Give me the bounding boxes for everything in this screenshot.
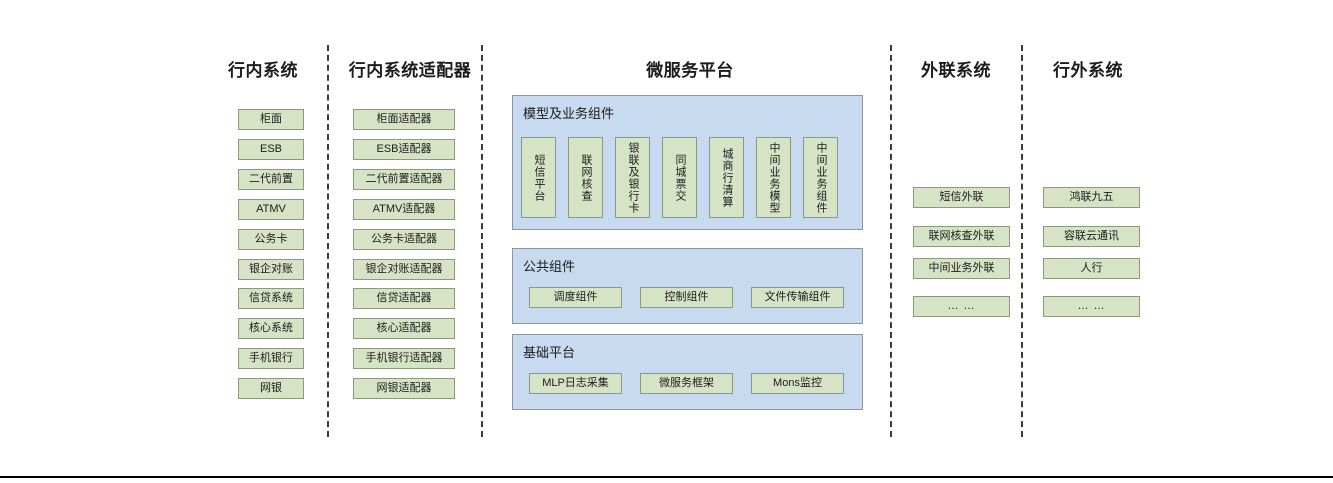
list-item[interactable]: ESB: [238, 139, 304, 160]
column-separator-4: [1021, 45, 1023, 437]
list-item[interactable]: 控制组件: [640, 287, 733, 308]
column-separator-2: [481, 45, 483, 437]
list-item[interactable]: 鸿联九五: [1043, 187, 1140, 208]
panel-label-base-platform: 基础平台: [523, 345, 576, 360]
list-item[interactable]: 文件传输组件: [751, 287, 844, 308]
list-item[interactable]: 网银适配器: [353, 378, 455, 399]
column-title-outside-bank: 行外系统: [1053, 61, 1123, 80]
list-item[interactable]: 网银: [238, 378, 304, 399]
list-item[interactable]: 二代前置适配器: [353, 169, 455, 190]
column-separator-1: [327, 45, 329, 437]
list-item[interactable]: 柜面适配器: [353, 109, 455, 130]
list-item[interactable]: 手机银行适配器: [353, 348, 455, 369]
bottom-divider: [0, 476, 1333, 478]
list-item[interactable]: 联网核查: [568, 137, 603, 218]
list-item[interactable]: ATMV适配器: [353, 199, 455, 220]
column-title-microservice: 微服务平台: [646, 61, 734, 80]
list-item[interactable]: 信贷系统: [238, 288, 304, 309]
column-title-external-link: 外联系统: [921, 61, 991, 80]
panel-label-model-business: 模型及业务组件: [523, 106, 615, 121]
list-item[interactable]: 核心系统: [238, 318, 304, 339]
list-item[interactable]: 核心适配器: [353, 318, 455, 339]
panel-public-components: [512, 248, 863, 324]
list-item[interactable]: 同城票交: [662, 137, 697, 218]
list-item[interactable]: 银企对账: [238, 259, 304, 280]
list-item[interactable]: ATMV: [238, 199, 304, 220]
list-item[interactable]: MLP日志采集: [529, 373, 622, 394]
list-item[interactable]: 公务卡: [238, 229, 304, 250]
list-item[interactable]: … …: [1043, 296, 1140, 317]
column-title-inhouse: 行内系统: [228, 61, 298, 80]
list-item[interactable]: 信贷适配器: [353, 288, 455, 309]
list-item[interactable]: 二代前置: [238, 169, 304, 190]
list-item[interactable]: 人行: [1043, 258, 1140, 279]
list-item[interactable]: 城商行清算: [709, 137, 744, 218]
list-item[interactable]: 微服务框架: [640, 373, 733, 394]
list-item[interactable]: 公务卡适配器: [353, 229, 455, 250]
list-item[interactable]: 中间业务组件: [803, 137, 838, 218]
list-item[interactable]: 联网核查外联: [913, 226, 1010, 247]
list-item[interactable]: ESB适配器: [353, 139, 455, 160]
column-separator-3: [890, 45, 892, 437]
list-item[interactable]: 容联云通讯: [1043, 226, 1140, 247]
panel-label-public-components: 公共组件: [523, 259, 576, 274]
list-item[interactable]: 中间业务外联: [913, 258, 1010, 279]
list-item[interactable]: 短信外联: [913, 187, 1010, 208]
list-item[interactable]: 短信平台: [521, 137, 556, 218]
panel-base-platform: [512, 334, 863, 410]
list-item[interactable]: 中间业务模型: [756, 137, 791, 218]
list-item[interactable]: … …: [913, 296, 1010, 317]
list-item[interactable]: Mons监控: [751, 373, 844, 394]
column-title-inhouse-adapter: 行内系统适配器: [348, 61, 472, 80]
list-item[interactable]: 银企对账适配器: [353, 259, 455, 280]
list-item[interactable]: 调度组件: [529, 287, 622, 308]
list-item[interactable]: 银联及银行卡: [615, 137, 650, 218]
list-item[interactable]: 手机银行: [238, 348, 304, 369]
list-item[interactable]: 柜面: [238, 109, 304, 130]
